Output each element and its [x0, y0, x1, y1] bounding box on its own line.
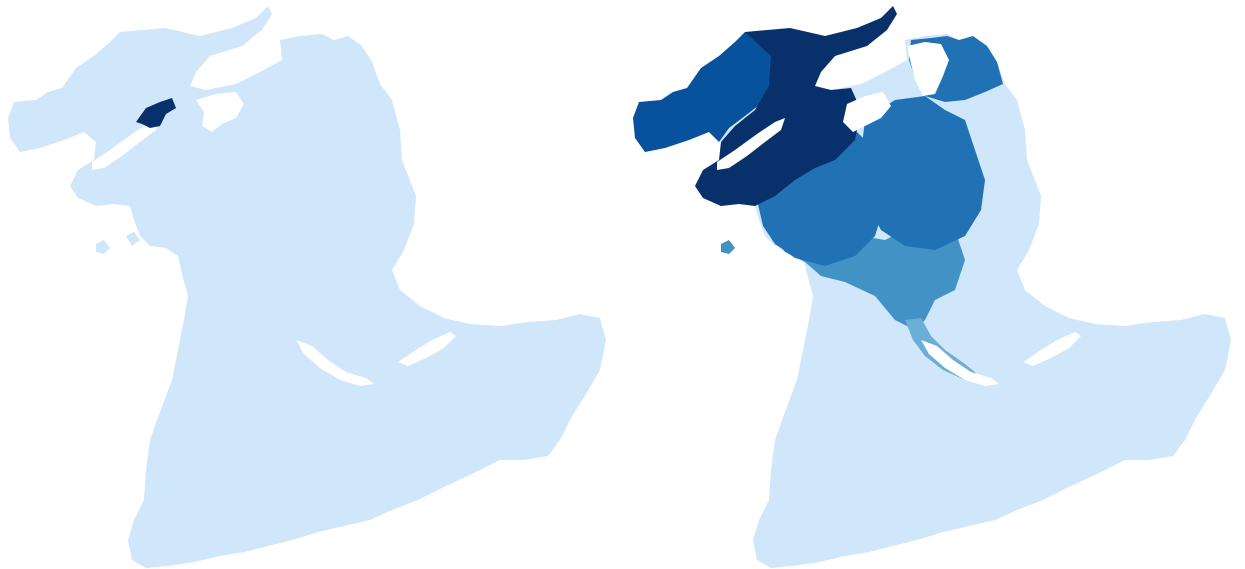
lake-north — [717, 118, 785, 170]
highlighted-municipality — [136, 98, 176, 128]
lake-northeast — [843, 92, 891, 132]
exclave — [721, 240, 735, 254]
lake-north — [92, 118, 160, 170]
lake-south-2 — [1023, 332, 1081, 366]
region-east-band — [859, 96, 985, 250]
choropleth-map-right — [625, 0, 1245, 569]
lake-northeast-2 — [907, 42, 949, 96]
exclave — [96, 240, 110, 254]
map-right-svg — [633, 6, 1231, 568]
canton-outline — [8, 6, 606, 568]
lake-south-2 — [398, 332, 456, 366]
exclave — [126, 232, 140, 246]
lake-northeast — [196, 92, 244, 132]
map-left-svg — [8, 6, 606, 568]
lake-south-1 — [921, 340, 999, 386]
region-west-lobe — [633, 32, 775, 152]
choropleth-map-left — [0, 0, 620, 569]
lake-south-1 — [296, 340, 374, 386]
